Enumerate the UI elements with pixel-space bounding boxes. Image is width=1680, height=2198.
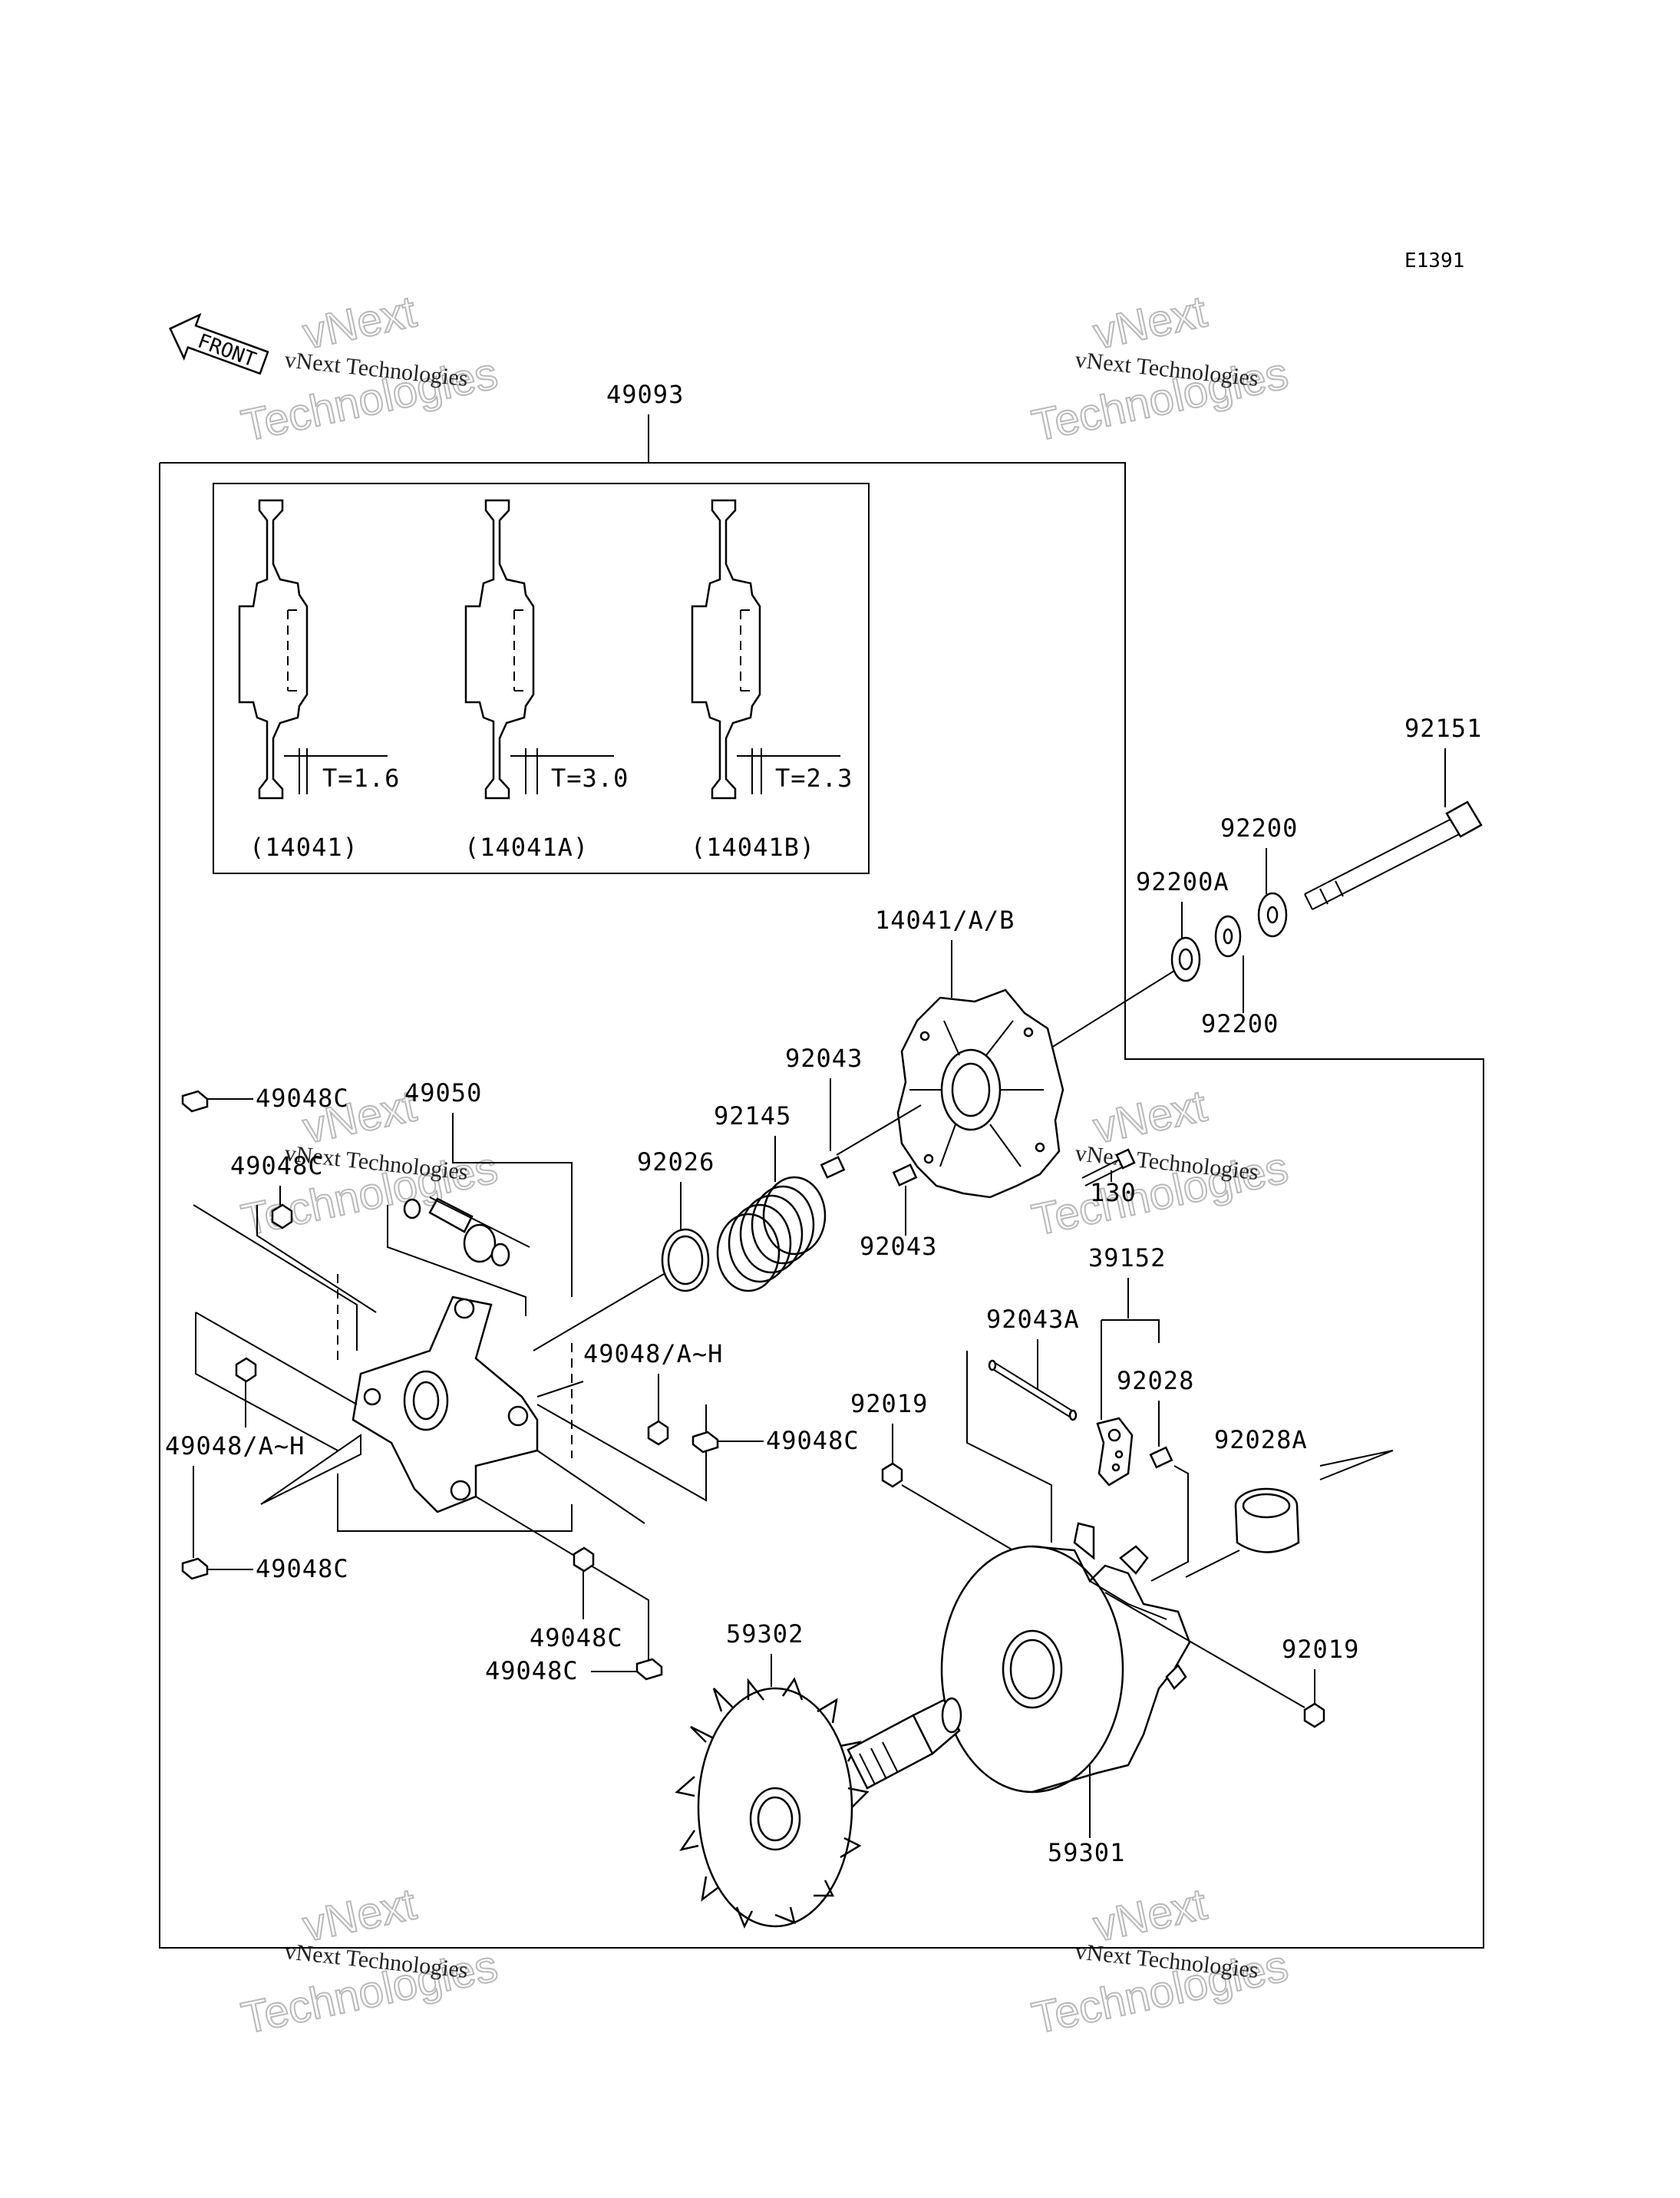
inset-frame	[213, 483, 870, 874]
label-92200-top: 92200	[1220, 814, 1298, 843]
thickness-14041A: T=3.0	[551, 764, 629, 793]
cover-profile-14041A: T=3.0 (14041A)	[464, 499, 629, 862]
pin-92043-top	[820, 1156, 846, 1179]
cover-14041AB	[896, 988, 1064, 1199]
assembly-outline	[159, 462, 1484, 1949]
leader-39152-right	[1101, 1319, 1160, 1343]
watermark-top-right: vNext Technologies vNext Technologies	[1027, 285, 1293, 451]
label-49048C-3: 49048C	[766, 1426, 860, 1455]
watermark-big-1: vNext	[1089, 286, 1211, 358]
nut-49048C-2	[271, 1203, 293, 1229]
part-14041B: (14041B)	[691, 833, 815, 862]
label-92200A: 92200A	[1136, 867, 1229, 896]
bushing-92028	[1149, 1446, 1173, 1469]
guide-92028A-left	[1185, 1549, 1240, 1578]
label-49048C-1: 49048C	[256, 1084, 349, 1113]
watermark-big-1: vNext	[1089, 1081, 1211, 1153]
watermark-bottom-left: vNext Technologies vNext Technologies	[236, 1878, 503, 2044]
watermark-top-left: vNext Technologies vNext Technologies	[236, 285, 503, 451]
label-49048AH-l: 49048/A~H	[165, 1431, 305, 1460]
spider-49050	[352, 1295, 539, 1513]
thickness-14041: T=1.6	[322, 764, 400, 793]
guide-92028	[1150, 1465, 1189, 1582]
nut-49048C-1	[181, 1090, 209, 1113]
nut-49048C-4	[181, 1557, 209, 1580]
bolt-92151	[1304, 800, 1483, 910]
pin-92043-bot	[892, 1163, 918, 1186]
spider-guide-lines	[193, 1204, 707, 1669]
cover-profile-14041: T=1.6 (14041)	[238, 499, 400, 862]
leader-49050	[452, 1113, 573, 1297]
label-49048C-4: 49048C	[256, 1554, 349, 1583]
label-14041AB: 14041/A/B	[875, 906, 1015, 935]
washer-92200-a-hole	[1266, 906, 1279, 924]
oring-92026-inner	[667, 1235, 704, 1285]
label-92019-bot: 92019	[1282, 1635, 1359, 1664]
part-14041: (14041)	[249, 833, 358, 862]
thickness-14041B: T=2.3	[775, 764, 853, 793]
label-59301: 59301	[1048, 1838, 1125, 1867]
nut-49048C-3	[691, 1431, 719, 1454]
label-92151: 92151	[1404, 714, 1482, 743]
label-92043-top: 92043	[785, 1044, 863, 1073]
washer-92200-b-hole	[1223, 928, 1233, 945]
label-92028: 92028	[1117, 1366, 1194, 1395]
label-49050: 49050	[404, 1078, 482, 1107]
label-92026: 92026	[637, 1147, 715, 1177]
fixed-sheave-59302	[675, 1677, 962, 1929]
cover-profile-14041B: T=2.3 (14041B)	[691, 499, 853, 862]
label-49048C-2: 49048C	[230, 1151, 324, 1180]
weight-arm-39152	[1096, 1417, 1134, 1487]
nut-49048C-6	[635, 1658, 663, 1681]
label-92043-bot: 92043	[860, 1232, 937, 1261]
label-49048C-6: 49048C	[485, 1656, 579, 1685]
nut-49048C-5	[573, 1546, 595, 1573]
label-49093: 49093	[606, 380, 684, 409]
watermark-big-1: vNext	[299, 1879, 421, 1951]
bolt-130	[1081, 1148, 1136, 1186]
nut-92019-top	[881, 1462, 903, 1488]
guide-92043A	[966, 1351, 1052, 1543]
watermark-big-1: vNext	[299, 286, 421, 358]
axis-line-spider	[533, 1273, 665, 1351]
watermark-bottom-right: vNext Technologies vNext Technologies	[1027, 1878, 1293, 2044]
nut-92019-bot	[1303, 1702, 1325, 1728]
label-49048AH-r: 49048/A~H	[583, 1339, 723, 1368]
label-39152: 39152	[1088, 1243, 1166, 1272]
label-92043A: 92043A	[986, 1305, 1080, 1334]
axis-line-92043-top	[836, 1104, 922, 1156]
label-92200-bot: 92200	[1201, 1009, 1279, 1038]
nut-49048AH-l	[235, 1357, 257, 1383]
axis-line-92019-bot	[1104, 1592, 1305, 1708]
guide-92028A-right	[1319, 1450, 1394, 1480]
label-92019-top: 92019	[850, 1389, 928, 1418]
movable-sheave-59301	[940, 1522, 1191, 1794]
label-92145: 92145	[714, 1101, 791, 1130]
roller-set	[387, 1196, 530, 1316]
label-130: 130	[1090, 1178, 1137, 1207]
label-92028A: 92028A	[1214, 1425, 1308, 1454]
front-arrow-icon: FRONT	[169, 312, 269, 375]
thickness-inset: T=1.6 (14041) T=3.0 (14041A) T=2.3 (1404	[213, 483, 870, 874]
axis-line-92019-top	[901, 1484, 1014, 1551]
label-49048C-5: 49048C	[530, 1623, 623, 1652]
diagram-id: E1391	[1404, 249, 1464, 272]
bearing-92200A-inner	[1178, 948, 1193, 971]
watermark-mid-right: vNext Technologies vNext Technologies	[1027, 1080, 1293, 1246]
watermark-big-1: vNext	[1089, 1879, 1211, 1951]
label-59302: 59302	[726, 1619, 804, 1648]
shaft-92043A	[988, 1359, 1078, 1421]
bushing-92028A	[1234, 1487, 1300, 1553]
part-14041A: (14041A)	[464, 833, 589, 862]
nut-49048AH-r	[647, 1420, 669, 1446]
spring-92145	[716, 1176, 827, 1292]
axis-line-cover	[1051, 970, 1175, 1048]
